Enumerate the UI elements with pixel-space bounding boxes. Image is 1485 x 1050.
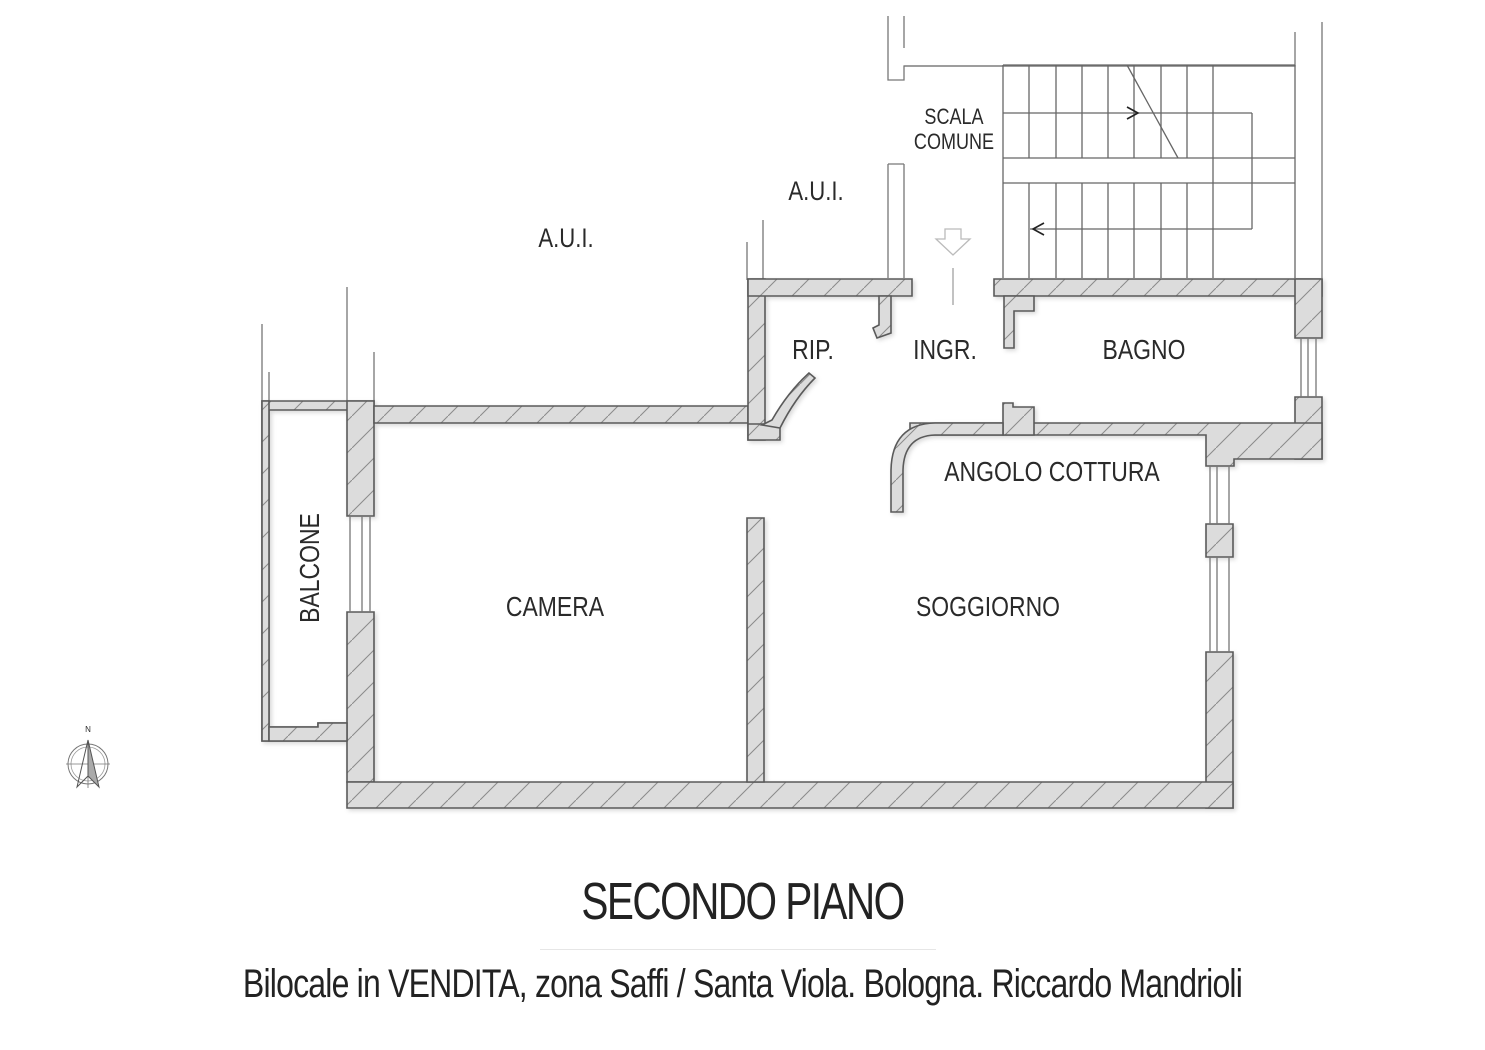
label-camera: CAMERA [506,592,605,623]
entrance-arrow-icon [934,228,972,305]
windows [349,338,1317,652]
label-aui-mid: A.U.I. [788,177,843,207]
label-ingr: INGR. [913,335,977,366]
label-scala-comune-1: SCALA [924,105,984,129]
title-divider [540,949,936,950]
walls [261,278,1323,809]
room-labels: SCALA COMUNE A.U.I. A.U.I. RIP. INGR. BA… [295,105,1186,622]
aui-boundary-lines [261,220,764,401]
common-staircase [887,16,1323,278]
floor-title: SECONDO PIANO [581,873,905,931]
label-rip: RIP. [792,335,834,366]
stair-up-arrow-icon [1126,106,1140,120]
label-scala-comune-2: COMUNE [914,130,994,154]
stair-down-arrow-icon [1031,222,1045,236]
label-aui-left: A.U.I. [538,224,593,254]
north-compass-icon: N [66,725,110,789]
listing-subtitle: Bilocale in VENDITA, zona Saffi / Santa … [242,962,1243,1006]
label-angolo-cottura: ANGOLO COTTURA [944,457,1160,488]
label-balcone: BALCONE [295,513,326,623]
compass-north-label: N [85,725,91,734]
label-soggiorno: SOGGIORNO [916,592,1060,623]
label-bagno: BAGNO [1103,335,1186,366]
